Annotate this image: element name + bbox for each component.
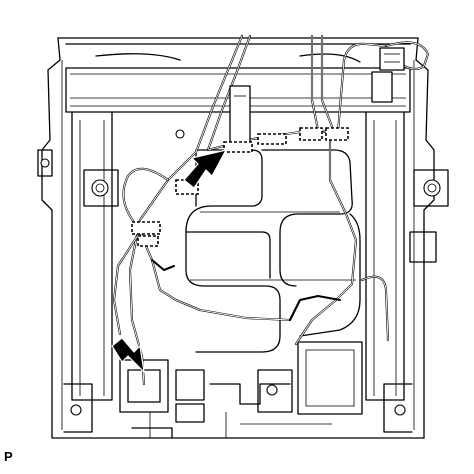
lower-connector-arrow — [111, 337, 145, 373]
clamp-upper-center-left — [223, 141, 253, 153]
seat-frame-outline — [41, 37, 435, 439]
right-side-rail — [365, 111, 449, 433]
clamp-markers — [131, 127, 349, 247]
clamp-upper-right-2 — [325, 127, 349, 141]
clamp-left-mid — [137, 235, 159, 247]
clamp-upper-right-1 — [299, 127, 323, 141]
left-side-rail — [37, 111, 119, 433]
clamp-upper-center-right — [257, 133, 287, 145]
upper-connector-arrow — [183, 149, 227, 189]
seat-adjuster-mechanism — [119, 341, 363, 439]
upper-right-connector — [371, 47, 405, 103]
figure-code: P — [4, 449, 13, 464]
cushion-spring-pad — [185, 149, 361, 353]
harness-bracket — [229, 85, 251, 147]
clamp-left-lower — [131, 221, 161, 235]
